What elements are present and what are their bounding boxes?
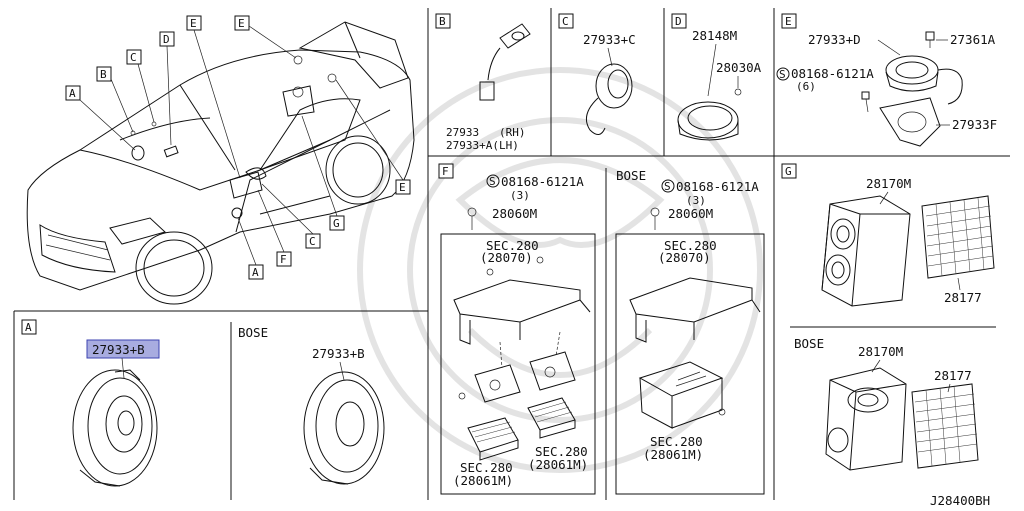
svg-text:D: D — [163, 33, 170, 46]
panel-d-letter: D — [675, 15, 682, 28]
sec-280-28070-label[interactable]: (28070) — [658, 250, 711, 265]
part-label-27933b[interactable]: 27933+B — [92, 342, 145, 357]
panel-f-bose-inner-frame — [615, 233, 765, 495]
bolt-quantity: (3) — [686, 194, 706, 207]
panel-b: B 27933 (RH) 27933+A(LH) — [435, 13, 531, 152]
panel-c-letter: C — [562, 15, 569, 28]
part-label-27933-rh[interactable]: 27933 (RH) — [446, 126, 525, 139]
diagram-code: J28400BH — [930, 493, 990, 508]
sec-280-label[interactable]: SEC.280 — [460, 460, 513, 475]
panel-g: G 28170M 28177 BOSE — [781, 163, 995, 471]
part-label-28060m[interactable]: 28060M — [492, 206, 537, 221]
amplifier-module-illustration — [467, 397, 576, 461]
bose-door-speaker-illustration — [303, 371, 385, 485]
part-label-27361a[interactable]: 27361A — [950, 32, 996, 47]
section-frames — [13, 8, 1010, 500]
svg-text:E: E — [190, 17, 197, 30]
sec-280-28061m-label[interactable]: (28061M) — [453, 473, 513, 488]
svg-text:C: C — [309, 235, 316, 248]
part-label-27933b-bose[interactable]: 27933+B — [312, 346, 365, 361]
callout-box: B — [96, 66, 134, 133]
panel-c: C 27933+C — [558, 13, 636, 135]
panel-f: F S 08168-6121A (3) 28060M SEC.280 (2807… — [438, 163, 596, 495]
callout-box: C — [126, 49, 155, 123]
part-label-28030a[interactable]: 28030A — [716, 60, 762, 75]
panel-a: A 27933+B BOSE 27933+B — [21, 319, 385, 487]
svg-text:E: E — [238, 17, 245, 30]
panel-g-letter: G — [785, 165, 792, 178]
speaker-d-illustration — [677, 88, 742, 141]
overview-callouts: A B C D E E E — [65, 15, 411, 280]
bose-label: BOSE — [794, 336, 824, 351]
callout-box: A — [65, 85, 136, 151]
part-label-28177[interactable]: 28177 — [944, 290, 982, 305]
watermark-emblem — [357, 67, 763, 473]
subwoofer-enclosure-illustration — [821, 195, 911, 307]
bose-label: BOSE — [616, 168, 646, 183]
bracket-f-illustration — [453, 256, 591, 403]
sec-280-label[interactable]: SEC.280 — [535, 444, 588, 459]
panel-e: E 27933+D 27361A S 08168-6121A (6) 27933… — [776, 13, 997, 147]
panel-d: D 28148M 28030A — [671, 13, 762, 141]
svg-text:F: F — [280, 253, 287, 266]
door-speaker-illustration — [72, 369, 158, 487]
svg-text:G: G — [333, 217, 340, 230]
panel-b-letter: B — [439, 15, 446, 28]
panel-a-letter: A — [25, 321, 32, 334]
tweeter-illustration — [479, 23, 531, 101]
part-label-27933f[interactable]: 27933F — [952, 117, 997, 132]
speaker-e-illustration — [861, 31, 963, 147]
sec-280-28070-label[interactable]: (28070) — [480, 250, 533, 265]
part-label-08168-6121a-bose[interactable]: 08168-6121A — [676, 179, 759, 194]
part-label-08168-6121a-e[interactable]: 08168-6121A — [791, 66, 874, 81]
bose-amplifier-illustration — [638, 361, 726, 429]
svg-text:E: E — [399, 181, 406, 194]
callout-box: F — [257, 189, 292, 267]
part-label-28177-bose[interactable]: 28177 — [934, 368, 972, 383]
panel-f-letter: F — [442, 165, 449, 178]
bose-subwoofer-illustration — [825, 367, 907, 471]
highlighted-part-label[interactable] — [86, 339, 160, 359]
svg-text:A: A — [252, 266, 259, 279]
svg-text:C: C — [130, 51, 137, 64]
callout-box: E — [186, 15, 241, 179]
bolt-quantity: (3) — [510, 189, 530, 202]
callout-box: C — [261, 183, 321, 249]
bolt-symbol: S — [664, 180, 671, 193]
svg-text:B: B — [100, 68, 107, 81]
bracket-bose-illustration — [629, 277, 761, 343]
bolt-symbol: S — [779, 68, 786, 81]
panel-f-inner-frame — [440, 233, 596, 495]
sec-280-label[interactable]: SEC.280 — [650, 434, 703, 449]
amplifier-heatsink-illustration — [921, 195, 995, 279]
part-label-27933d[interactable]: 27933+D — [808, 32, 861, 47]
callout-box: E — [335, 79, 411, 195]
part-label-08168-6121a-f[interactable]: 08168-6121A — [501, 174, 584, 189]
callout-box: E — [234, 15, 297, 59]
sec-280-28061m-label[interactable]: (28061M) — [528, 457, 588, 472]
panel-e-letter: E — [785, 15, 792, 28]
panel-f-bose: BOSE S 08168-6121A (3) 28060M SEC.280 (2… — [615, 168, 765, 495]
bose-amplifier-heatsink-illustration — [911, 383, 979, 469]
part-label-28170m-bose[interactable]: 28170M — [858, 344, 903, 359]
callout-box: G — [301, 115, 345, 231]
speaker-c-illustration — [585, 63, 633, 135]
bolt-quantity: (6) — [796, 80, 816, 93]
panel-a-label-box — [21, 319, 37, 335]
part-label-27933c[interactable]: 27933+C — [583, 32, 636, 47]
part-label-28060m-bose[interactable]: 28060M — [668, 206, 713, 221]
part-label-28148m[interactable]: 28148M — [692, 28, 737, 43]
bose-label: BOSE — [238, 325, 268, 340]
car-overview-illustration — [26, 21, 415, 305]
part-label-27933a-lh[interactable]: 27933+A(LH) — [446, 139, 519, 152]
sec-280-label[interactable]: SEC.280 — [664, 238, 717, 253]
svg-text:A: A — [69, 87, 76, 100]
part-label-28170m[interactable]: 28170M — [866, 176, 911, 191]
bolt-symbol: S — [489, 175, 496, 188]
callout-box: D — [159, 31, 175, 146]
sec-280-label[interactable]: SEC.280 — [486, 238, 539, 253]
sec-280-28061m-label[interactable]: (28061M) — [643, 447, 703, 462]
callout-box: A — [237, 217, 264, 280]
